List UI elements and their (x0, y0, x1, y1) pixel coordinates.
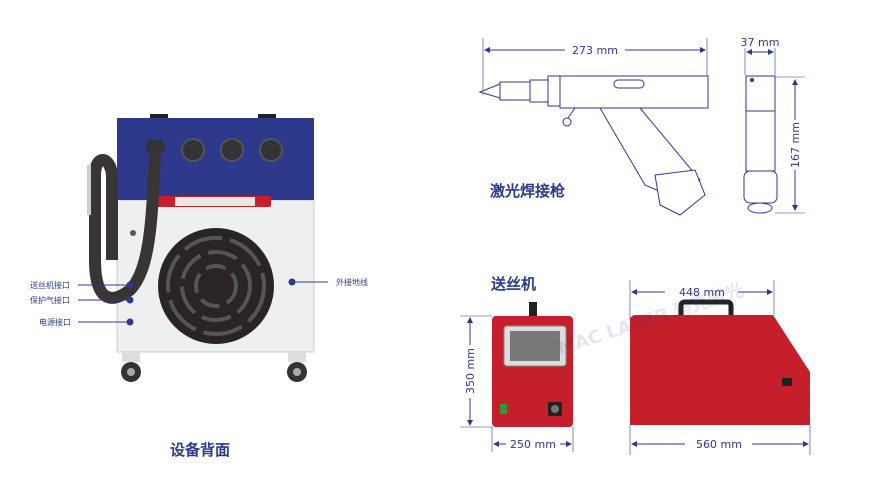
wheels (121, 352, 307, 382)
callout-power-port: 电源接口 (39, 317, 71, 327)
callout-wire-feeder-port: 送丝机接口 (30, 280, 70, 290)
feeder-width-dim: 250 mm (510, 438, 556, 451)
gun-title: 激光焊接枪 (490, 182, 565, 200)
welding-gun-front: 37 mm 167 mm (741, 36, 805, 214)
feeder-bottom-length-dim: 560 mm (696, 438, 742, 451)
callout-ground-wire: 外接地线 (336, 277, 368, 287)
feeder-height-dim: 350 mm (464, 348, 477, 394)
callout-shielding-gas-port: 保护气接口 (30, 295, 70, 305)
wire-feeder-front: 350 mm 250 mm (460, 302, 574, 452)
blue-top-panel (117, 118, 314, 200)
hose (89, 154, 161, 304)
back-view-title: 设备背面 (170, 441, 230, 459)
feeder-top-length-dim: 448 mm (679, 286, 725, 299)
wire-feeder-side: 448 mm 560 mm (629, 280, 811, 455)
fan-grill (158, 228, 274, 344)
gun-width-dim: 37 mm (741, 36, 780, 49)
machine-back-view: 送丝机接口 保护气接口 电源接口 外接地线 设备背面 (30, 114, 368, 459)
wire-feeder-title: 送丝机 (490, 275, 536, 293)
welding-gun-side: 273 mm 激光焊接枪 (478, 38, 709, 216)
callouts: 送丝机接口 保护气接口 电源接口 外接地线 (30, 277, 368, 327)
gun-length-dim: 273 mm (572, 44, 618, 57)
connector-knobs (145, 138, 283, 162)
gun-height-dim: 167 mm (789, 122, 802, 168)
